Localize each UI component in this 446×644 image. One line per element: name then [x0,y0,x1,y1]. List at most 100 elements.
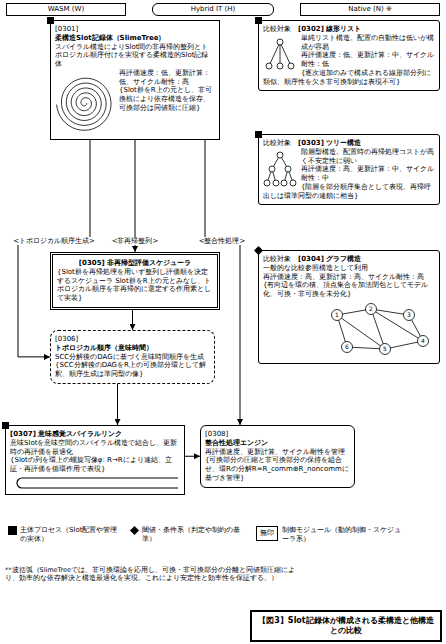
legend-sample [8,526,17,535]
flow-connector [135,140,136,252]
vertex-number: 1 [332,312,342,318]
node-text: 意味Slotを意味空間のスパイラル構造で結合し、更新時の再評価を最適化 [10,439,180,457]
node-text: [0305] 非再帰型評価スケジューラ [57,259,213,268]
tree-figure [263,150,297,188]
tree-illustration [263,150,297,188]
figure-caption: 【図3】Slot記録体が構成される柔構造と他構造との比較 [250,610,442,642]
graph-edge [371,309,385,349]
element-circle [288,63,294,69]
node-text: [0308] [205,430,350,439]
comparison-box: 比較対象[0304] グラフ構造一般的な比較参照構造として利用再評価速度：高、更… [258,250,440,364]
flow-connector [18,140,90,357]
diamond-shape [254,246,263,255]
element-circle [273,180,279,186]
node-text: [0302] 線形リスト [263,25,435,34]
node-text: {Slotの列を環上の螺旋写像φ: R→Rにより連結、立証・再評価を循環作用で表… [10,456,180,474]
vertex-number: 6 [342,344,352,350]
vertex-number: 3 [404,312,414,318]
compare-tag: 比較対象 [263,25,295,34]
process-marker [255,131,262,138]
process-marker [2,422,9,429]
legend-item: 主体プロセス（Slot配置や管理の実体） [8,526,120,544]
node-text: [0303] ツリー構造 [263,139,435,148]
vertex-circle [332,309,343,320]
element-circle [277,63,283,69]
legend-text: 主体プロセス（Slot配置や管理の実体） [20,526,120,544]
element-circle [266,63,272,69]
node-text: SCC分解後のDAGに基づく意味時間順序を生成 [55,353,210,362]
compare-tag: 比較対象 [263,139,295,148]
legend-item: 閾値・条件系（判定や制約の基準） [130,526,242,544]
node-text: Native (N) ※ [305,5,435,14]
node-text: 柔構造Slot記録体（SlimeTree） [55,34,215,43]
legend-text: 閾値・条件系（判定や制約の基準） [142,526,242,544]
node-text: 再評価速度：高、更新計算：高、サイクル耐性：高 [263,273,435,282]
node-text: 階層型構造。配置時の再帰処理コストが高く不安定性に弱い [263,148,435,166]
node-text: WASM (W) [11,5,121,14]
vertex-number: 2 [366,306,376,312]
vertex-circle [404,309,415,320]
node-text: 一般的な比較参照構造として利用 [263,264,435,273]
condition-marker [254,246,263,255]
footnote: **波括弧（SlimeTreeでは、非可換環論を応用し、可換・非可換部分の分離と… [5,566,297,582]
process-marker [47,17,54,24]
link-line [269,42,280,66]
graph-edge [371,309,423,341]
node-text: 単純リスト構造。配置の自動性は低いが構成が容易 [263,34,435,52]
comparison-box: 比較対象[0303] ツリー構造階層型構造。配置時の再帰処理コストが高く不安定性… [258,134,440,205]
flow-connector [117,384,118,425]
node-text: 再評価速度：低、更新計算：中、サイクル耐性：低 [263,51,435,69]
vertex-circle [380,343,391,354]
node-text: Hybrid IT (H) [157,5,269,14]
node-text: {可換部分の圧縮と非可換部分の保持を組合せ、環Rの分解R=R_comm⊕R_no… [205,456,350,482]
element-circle [277,152,283,158]
node-text: {逐次追加のみで構成される線形部分列に類似、順序性を欠き非可換制約は表現不可} [263,69,435,87]
process-box: [0308]整合性処理エンジン再評価速度、更新計算、サイクル耐性を管理{可換部分… [200,425,355,488]
legend-text: 制御モジュール（動的制御・スケジューラ系） [282,526,402,544]
node-text: 再評価速度：高、更新計算：中、サイクル耐性：中 [263,165,435,183]
list-figure [263,36,297,74]
node-text: [0301] [55,25,215,34]
legend-shape [8,526,17,535]
link-line [280,42,291,66]
node-text: {有向辺を環の積、頂点集合を加法閉包としてモデル化、可換・非可換を未分化} [263,281,435,299]
element-circle [290,180,296,186]
flow-connector [185,456,200,457]
graph-figure [323,301,435,359]
graph-illustration: 1 2 3 4 5 6 [323,301,435,359]
vertex-number: 5 [380,346,390,352]
node-text: 整合性処理エンジン [205,439,350,448]
element-circle [264,180,270,186]
element-circle [277,39,283,45]
vertex-circle [366,303,377,314]
element-circle [269,166,275,172]
platform-tab: Hybrid IT (H) [152,3,274,16]
node-text: 再評価速度：低、更新計算：低、サイクル耐性：高 [55,69,215,87]
vertex-circle [418,335,429,346]
compare-tag: 比較対象 [263,255,295,264]
node-text: {Slot群をR上の元とし、非可換核により依存構造を保存、可換部分は同値類に圧縮… [55,86,215,112]
vertex-number: 4 [418,338,428,344]
node-text: [0307] 意味感覚スパイラルリンク [10,430,180,439]
link-line [280,42,281,66]
node-text: [0304] グラフ構造 [263,255,435,264]
process-box: [0307] 意味感覚スパイラルリンク意味Slotを意味空間のスパイラル構造で結… [5,425,185,495]
loop-illustration [10,476,180,490]
legend-item: 制御モジュール（動的制御・スケジューラ系） [282,526,402,544]
node-text: {階層を部分順序集合として表現、再帰呼出しは環準同型の連鎖に相当} [263,183,435,201]
node-text: {Slot群を再帰処理を用いず整列し評価順を決定するスケジューラ Slot群をR… [57,268,213,303]
spiral-link-loop [17,478,178,488]
process-box: [0306]トポロジカル順序（意味時間）SCC分解後のDAGに基づく意味時間順序… [50,330,215,384]
connector-label: <トポロジカル順序生成> [11,237,97,246]
platform-tab: WASM (W) [6,3,126,16]
platform-tab: Native (N) ※ [300,3,440,16]
connector-label: <整合性処理> [197,237,248,246]
plain-mark-box: 無印 [256,526,278,541]
process-box: [0305] 非再帰型評価スケジューラ{Slot群を再帰処理を用いず整列し評価順… [50,252,220,310]
legend-sample [130,526,139,535]
list-illustration [263,36,297,74]
comparison-box: 比較対象[0302] 線形リスト単純リスト構造。配置の自動性は低いが構成が容易再… [258,20,440,91]
spiral-line [57,78,111,130]
node-text: 再評価速度、更新計算、サイクル耐性を管理 [205,448,350,457]
